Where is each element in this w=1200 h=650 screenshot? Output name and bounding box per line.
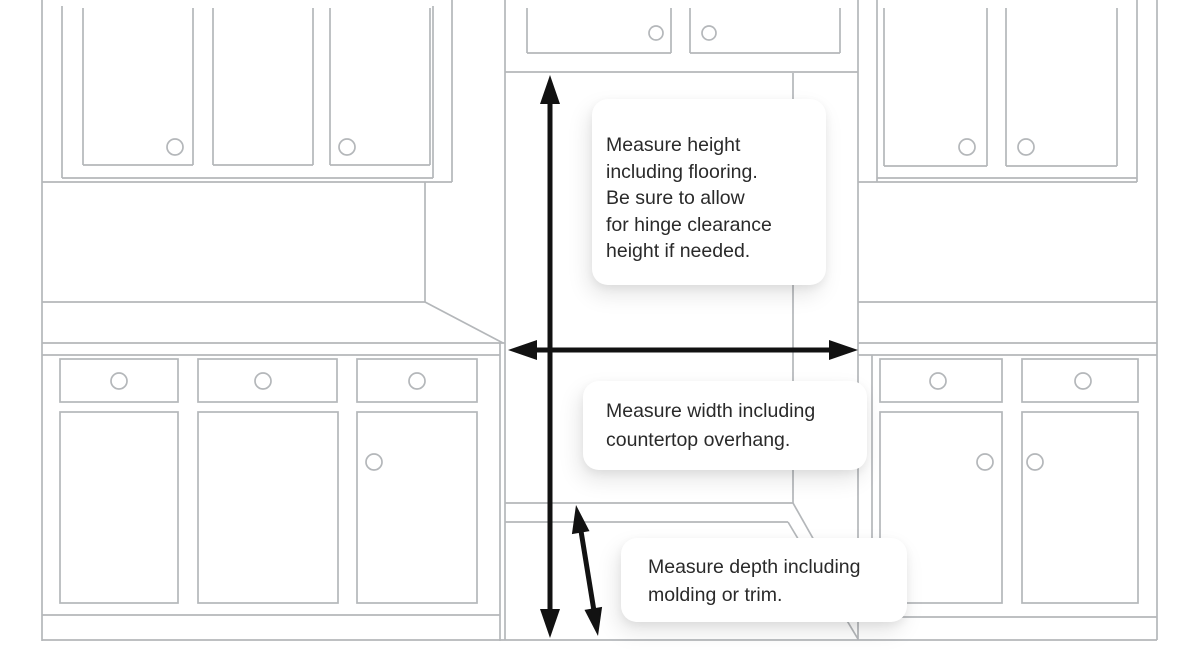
door-knob <box>976 453 994 471</box>
callout-text-line: Measure height <box>606 134 741 156</box>
door-knob <box>166 138 184 156</box>
door-knob <box>1026 453 1044 471</box>
width-callout: Measure width including countertop overh… <box>583 381 867 470</box>
callout-text-line: including flooring. <box>606 160 758 183</box>
height-callout: Measure height including flooring. Be su… <box>592 99 826 285</box>
height-arrow-icon <box>540 75 560 638</box>
callout-text-line: Be sure to allow <box>606 187 745 209</box>
depth-callout: Measure depth including molding or trim. <box>621 538 907 622</box>
width-arrow-icon <box>508 340 858 360</box>
base-cabinets-left <box>42 343 501 641</box>
door-knob <box>958 138 976 156</box>
callout-text-line: height if needed. <box>606 240 751 262</box>
drawer-knob <box>408 372 426 390</box>
drawer-knob <box>254 372 272 390</box>
door-knob <box>1017 138 1035 156</box>
door-knob <box>338 138 356 156</box>
upper-cabinets-right <box>858 0 1138 183</box>
callout-text-line: countertop overhang. <box>606 428 791 451</box>
drawer-knob <box>1074 372 1092 390</box>
base-cabinets-right <box>858 0 1158 640</box>
door-knob <box>365 453 383 471</box>
depth-arrow-icon <box>571 505 603 636</box>
over-fridge-cabinet <box>526 8 841 54</box>
callout-text-line: Measure depth including <box>648 556 861 578</box>
upper-cabinets-left <box>41 0 453 641</box>
door-knob <box>648 25 664 41</box>
callout-text-line: molding or trim. <box>648 583 783 606</box>
countertop-left <box>42 182 505 356</box>
drawer-knob <box>929 372 947 390</box>
callout-text-line: for hinge clearance <box>606 213 772 236</box>
drawer-knob <box>110 372 128 390</box>
callout-text-line: Measure width including <box>606 400 816 422</box>
door-knob <box>701 25 717 41</box>
